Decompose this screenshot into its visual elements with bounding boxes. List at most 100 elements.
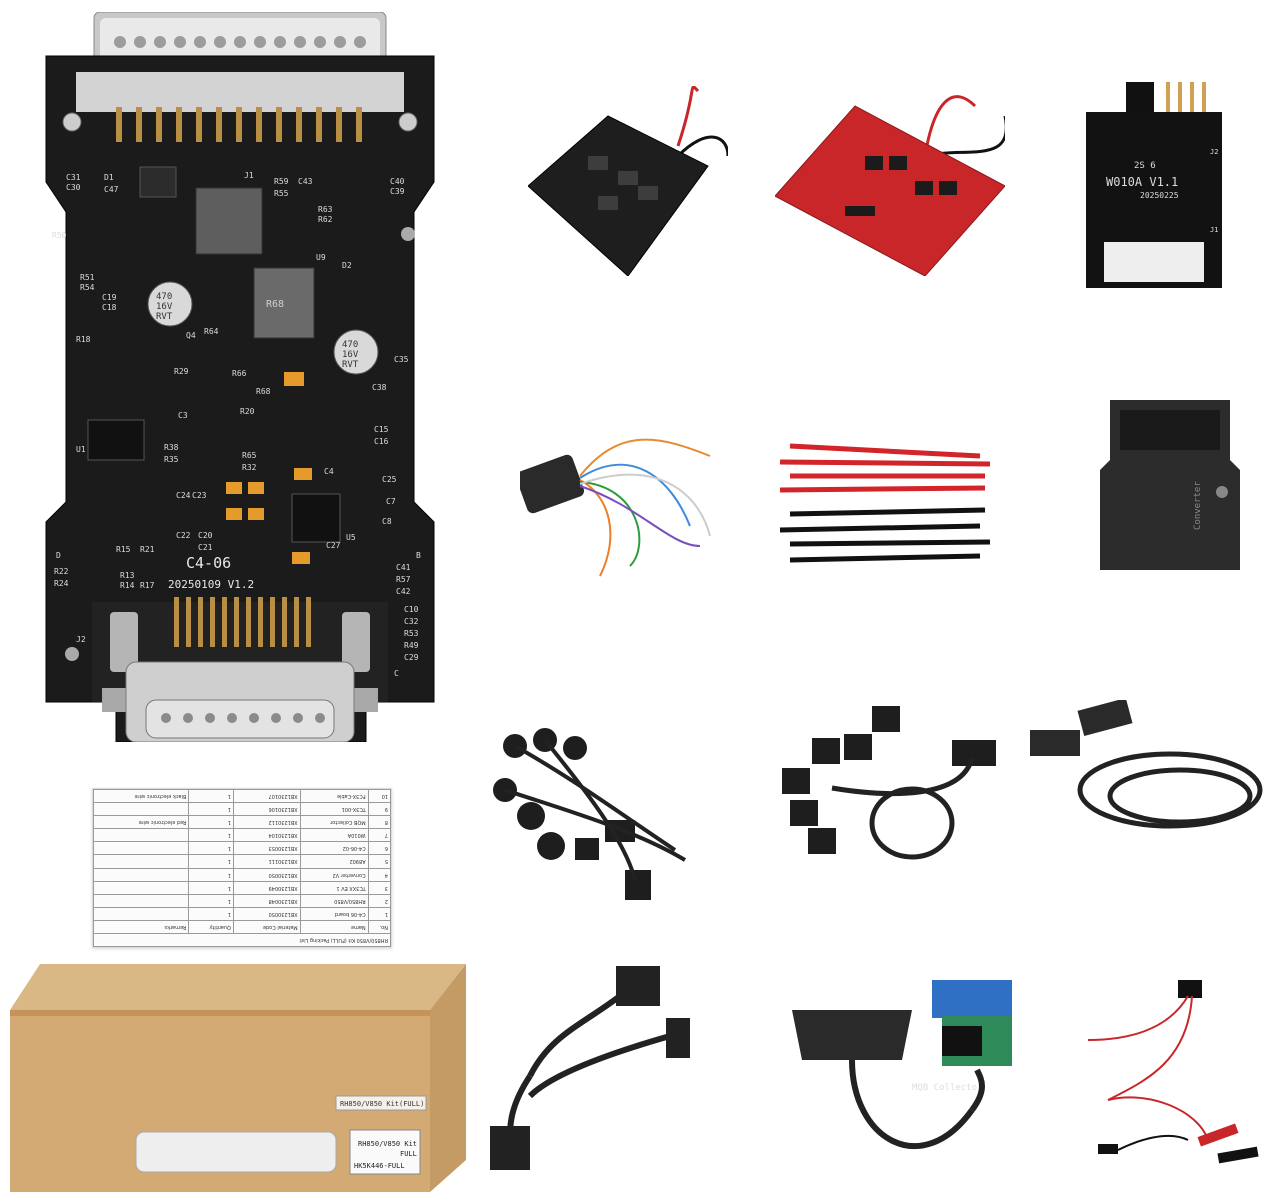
cell: Black electronic wire	[93, 789, 189, 803]
label-r29: R29	[174, 367, 189, 376]
y-splitter-cable-svg	[490, 966, 692, 1170]
label-c35: C35	[394, 355, 409, 364]
cell: XB1230050	[233, 868, 301, 882]
label-u9: U9	[316, 253, 326, 262]
label-c25: C25	[382, 475, 397, 484]
capacitor-1-line-3: RVT	[156, 312, 173, 322]
obd-splitter-svg	[782, 706, 996, 860]
capacitor-2-line-1: 470	[342, 340, 358, 350]
label-c4: C4	[324, 467, 334, 476]
cell: C4-06-02	[300, 841, 369, 855]
jumper-wires-svg	[779, 443, 991, 563]
mqb-collector-label: MQB Collector	[912, 1083, 983, 1093]
label-r68: R68	[256, 387, 271, 396]
label-c16: C16	[374, 437, 389, 446]
cell: XB1230053	[233, 841, 301, 855]
carton-sticker-line-2: FULL	[400, 1150, 417, 1158]
alligator-clip-cable-svg	[1087, 980, 1259, 1164]
header-cell: No.	[368, 920, 391, 934]
label-r50: R50	[52, 231, 67, 240]
label-d1: D1	[104, 173, 114, 182]
cell: FC3X-Cable	[300, 789, 369, 803]
mqb-collector-cable: MQB Collector	[782, 980, 1022, 1190]
label-r55: R55	[274, 189, 289, 198]
label-c: C	[394, 669, 399, 678]
multi-connector-cable-svg	[493, 728, 687, 900]
label-r22: R22	[54, 567, 69, 576]
cell: 10	[368, 789, 391, 803]
header-cell: Remarks	[93, 920, 189, 934]
black-power-module	[527, 85, 730, 277]
cell	[93, 907, 189, 921]
carton-box-svg: RH850/V850 Kit(FULL) RH850/V850 Kit FULL…	[10, 964, 466, 1192]
w010a-j2: J2	[1210, 148, 1218, 156]
label-r21: R21	[140, 545, 155, 554]
carton-sticker-line-3: HK5K446-FULL	[354, 1162, 405, 1170]
converter-label: Converter	[1193, 481, 1203, 530]
label-c29: C29	[404, 653, 419, 662]
obd-splitter-cable-set	[772, 698, 1002, 868]
board-model-text: C4-06	[186, 554, 231, 572]
w010a-j1: J1	[1210, 226, 1218, 234]
board-date-text: 20250109 V1.2	[168, 578, 254, 591]
label-c24: C24	[176, 491, 191, 500]
table-header-row: No. Name Material Code Quantity Remarks	[93, 920, 391, 934]
cell: XB1230050	[233, 907, 301, 921]
cell: Red electronic wire	[93, 815, 189, 829]
cell: 1	[188, 894, 234, 908]
inductor-mark: R68	[266, 299, 284, 310]
main-pcb-board: C4-06 20250109 V1.2 470 16V RVT 470 16V …	[36, 11, 444, 743]
capacitor-2-line-3: RVT	[342, 360, 359, 370]
label-r54: R54	[80, 283, 95, 292]
cell	[93, 828, 189, 842]
cell: 4	[368, 868, 391, 882]
label-c7: C7	[386, 497, 396, 506]
label-c40: C40	[390, 177, 405, 186]
cell: 2	[368, 894, 391, 908]
cell: XB1230112	[233, 815, 301, 829]
label-c38: C38	[372, 383, 387, 392]
label-r64: R64	[204, 327, 219, 336]
label-c15: C15	[374, 425, 389, 434]
cell: Converter V2	[300, 868, 369, 882]
cell: XB1230048	[233, 894, 301, 908]
cell	[93, 802, 189, 816]
label-r66: R66	[232, 369, 247, 378]
mqb-collector-cable-svg: MQB Collector	[792, 980, 1012, 1150]
label-r62: R62	[318, 215, 333, 224]
label-r17: R17	[140, 581, 155, 590]
cell: TC3XX EV 1	[300, 881, 369, 895]
label-r35: R35	[164, 455, 179, 464]
label-q4: Q4	[186, 331, 196, 340]
label-r14: R14	[120, 581, 135, 590]
header-cell: Quantity	[188, 920, 234, 934]
cell: 1	[368, 907, 391, 921]
cell: TC3X-001	[300, 802, 369, 816]
cell: XB1230049	[233, 881, 301, 895]
cell: 1	[188, 881, 234, 895]
packing-list-title: RH850/V850 Kit (FULL) Packing List	[93, 933, 391, 947]
label-u1: U1	[76, 445, 86, 454]
w010a-mark: 2S 6	[1134, 161, 1156, 171]
label-c10: C10	[404, 605, 419, 614]
carton-side-label: RH850/V850 Kit(FULL)	[340, 1100, 424, 1108]
label-r53: R53	[404, 629, 419, 638]
obd-converter-plug: Converter	[1100, 400, 1240, 574]
label-r65: R65	[242, 451, 257, 460]
label-r51: R51	[80, 273, 95, 282]
cell: 9	[368, 802, 391, 816]
db15-jumper-cable-svg	[515, 438, 711, 577]
label-c31: C31	[66, 173, 81, 182]
label-c23: C23	[192, 491, 207, 500]
label-r32: R32	[242, 463, 257, 472]
label-c18: C18	[102, 303, 117, 312]
label-d2: D2	[342, 261, 352, 270]
label-c20: C20	[198, 531, 213, 540]
cell	[93, 868, 189, 882]
cell: 1	[188, 868, 234, 882]
label-r63: R63	[318, 205, 333, 214]
